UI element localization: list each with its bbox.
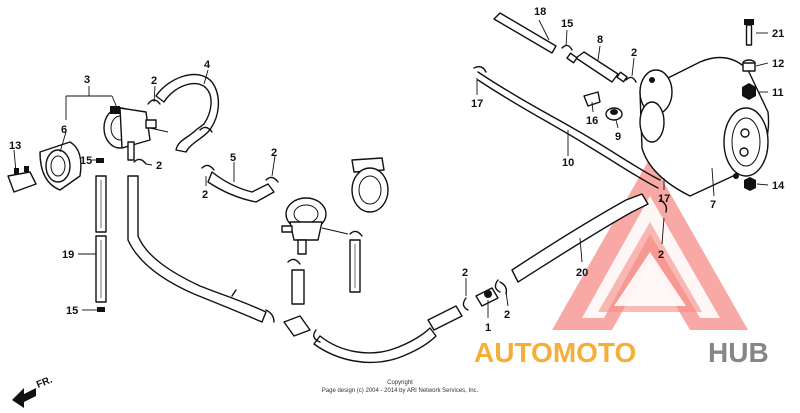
callout-14: 14	[772, 180, 785, 192]
tube-main-bottom	[313, 305, 463, 364]
callout-18: 18	[534, 6, 546, 18]
bracket-right-center	[351, 157, 389, 213]
hose-8	[566, 51, 628, 83]
nut-14	[744, 177, 756, 191]
callout-5: 5	[230, 152, 236, 164]
callout-17: 17	[471, 98, 483, 110]
tube-10	[473, 65, 661, 189]
fitting-1	[462, 281, 508, 311]
tube-main-left	[127, 175, 275, 323]
clamp-2-left	[133, 158, 147, 165]
callout-8: 8	[597, 34, 603, 46]
nut-11	[742, 83, 756, 100]
bracket-6	[39, 141, 82, 191]
hose-5	[201, 164, 279, 203]
charcoal-canister	[639, 56, 770, 197]
callout-21: 21	[772, 28, 784, 40]
callout-3: 3	[84, 74, 90, 86]
callout-2e: 2	[202, 189, 208, 201]
callout-1: 1	[485, 322, 491, 334]
callout-2h: 2	[504, 309, 510, 321]
callouts: 18 15 8 2 21 12 11 17 16 9 10 17 7 14 3 …	[9, 6, 785, 334]
callout-10: 10	[562, 157, 574, 169]
purge-valve	[281, 197, 349, 255]
short-hoses-center	[283, 230, 363, 337]
fitting-9	[605, 107, 623, 121]
hose-19	[95, 175, 107, 312]
valve-3	[103, 106, 169, 161]
bracket-13	[7, 166, 37, 193]
clip-16	[583, 91, 601, 107]
callout-2b: 2	[151, 75, 157, 87]
callout-2d: 2	[271, 147, 277, 159]
callout-17b: 17	[658, 193, 670, 205]
copyright: Copyright Page design (c) 2004 - 2014 by…	[322, 380, 479, 394]
callout-9: 9	[615, 131, 621, 143]
callout-16: 16	[586, 115, 598, 127]
callout-2c: 2	[156, 160, 162, 172]
callout-15b: 15	[80, 155, 92, 167]
callout-11: 11	[772, 87, 784, 99]
callout-2f: 2	[462, 267, 468, 279]
callout-15c: 15	[66, 305, 78, 317]
watermark-hub: HUB	[708, 337, 769, 368]
callout-6: 6	[61, 124, 67, 136]
watermark-logo	[552, 158, 748, 330]
watermark-text: AUTOMOTO HUB	[474, 337, 769, 368]
callout-13: 13	[9, 140, 21, 152]
callout-19: 19	[62, 249, 74, 261]
front-arrow-label: FR.	[35, 374, 54, 390]
callout-4: 4	[204, 59, 211, 71]
callout-2: 2	[631, 47, 637, 59]
clamp-15-top	[561, 44, 573, 51]
leader-lines	[13, 19, 769, 318]
bolt-21	[744, 19, 754, 46]
clamp-15-left	[96, 158, 104, 163]
copyright-text: Page design (c) 2004 - 2014 by ARI Netwo…	[322, 388, 479, 394]
watermark-automoto: AUTOMOTO	[474, 337, 636, 368]
copyright-title: Copyright	[387, 380, 413, 386]
clamp-2-top	[625, 76, 637, 83]
callout-7: 7	[710, 199, 716, 211]
front-arrow: FR.	[12, 374, 54, 408]
hose-18	[493, 12, 557, 54]
callout-2g: 2	[658, 249, 664, 261]
callout-15: 15	[561, 18, 573, 30]
callout-20: 20	[576, 267, 588, 279]
hose-4	[147, 73, 219, 153]
collar-12	[742, 59, 756, 72]
callout-12: 12	[772, 58, 784, 70]
